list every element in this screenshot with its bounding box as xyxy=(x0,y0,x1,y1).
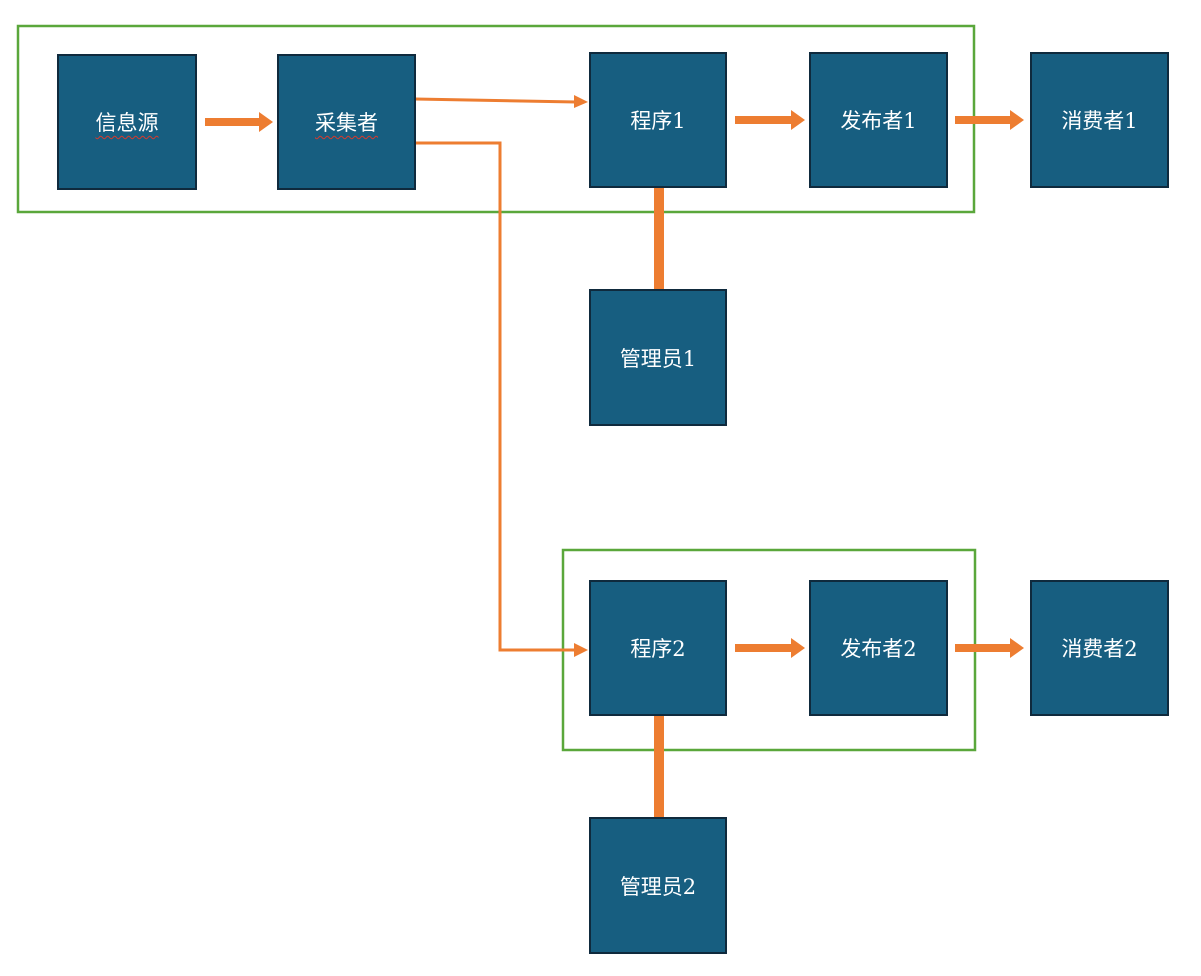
arrow-publisher2-to-consumer2 xyxy=(955,638,1024,658)
arrow-program2-to-publisher2 xyxy=(735,638,805,658)
node-consumer1: 消费者1 xyxy=(1030,52,1169,188)
arrow-collector-to-program1 xyxy=(414,95,588,108)
node-consumer1-label: 消费者1 xyxy=(1061,109,1138,133)
node-publisher1: 发布者1 xyxy=(809,52,948,188)
node-admin1: 管理员1 xyxy=(589,289,727,426)
arrow-source-to-collector xyxy=(205,112,273,132)
node-consumer2: 消费者2 xyxy=(1030,580,1169,716)
node-source: 信息源 xyxy=(57,54,197,190)
node-consumer2-label: 消费者2 xyxy=(1061,637,1138,661)
arrow-publisher1-to-consumer1 xyxy=(955,110,1024,130)
node-program2: 程序2 xyxy=(589,580,727,716)
node-collector-label: 采集者 xyxy=(315,111,378,135)
node-admin2: 管理员2 xyxy=(589,817,727,954)
node-program1: 程序1 xyxy=(589,52,727,188)
node-admin2-label: 管理员2 xyxy=(619,874,697,899)
arrow-collector-to-program2 xyxy=(415,141,588,657)
node-program1-label: 程序1 xyxy=(630,109,686,133)
node-publisher2-label: 发布者2 xyxy=(840,637,917,661)
node-collector: 采集者 xyxy=(277,54,416,190)
node-source-label: 信息源 xyxy=(95,111,159,135)
arrow-program1-to-publisher1 xyxy=(735,110,805,130)
node-program2-label: 程序2 xyxy=(630,637,686,661)
node-admin1-label: 管理员1 xyxy=(619,346,697,371)
node-publisher2: 发布者2 xyxy=(809,580,948,716)
node-publisher1-label: 发布者1 xyxy=(840,109,917,133)
